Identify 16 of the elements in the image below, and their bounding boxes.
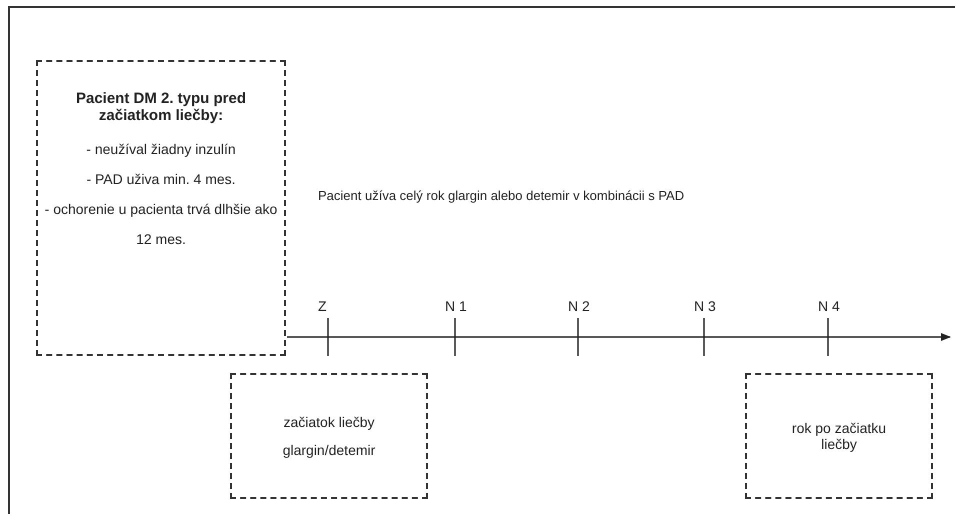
tick-label: N 1 — [445, 298, 467, 314]
criteria-box — [36, 60, 286, 356]
tick-label: N 3 — [694, 298, 716, 314]
tick-label: Z — [318, 298, 327, 314]
tick-label: N 2 — [568, 298, 590, 314]
start-box — [230, 373, 428, 499]
tick-label: N 4 — [818, 298, 840, 314]
note-text: Pacient užíva celý rok glargin alebo detemir v kombinácii s PAD — [318, 188, 684, 203]
end-box — [745, 373, 933, 499]
box-text: začiatok liečby — [283, 414, 375, 430]
box-text: glargin/detemir — [282, 442, 376, 458]
box-text: - neužíval žiadny inzulín — [86, 140, 236, 159]
box-text: rok po začiatku liečby — [790, 420, 888, 452]
box-text: - ochorenie u pacienta trvá dlhšie ako 12 mes. — [44, 200, 278, 249]
box-text: - PAD uživa min. 4 mes. — [86, 170, 236, 189]
box-heading: Pacient DM 2. typu pred začiatkom liečby: — [74, 90, 248, 124]
